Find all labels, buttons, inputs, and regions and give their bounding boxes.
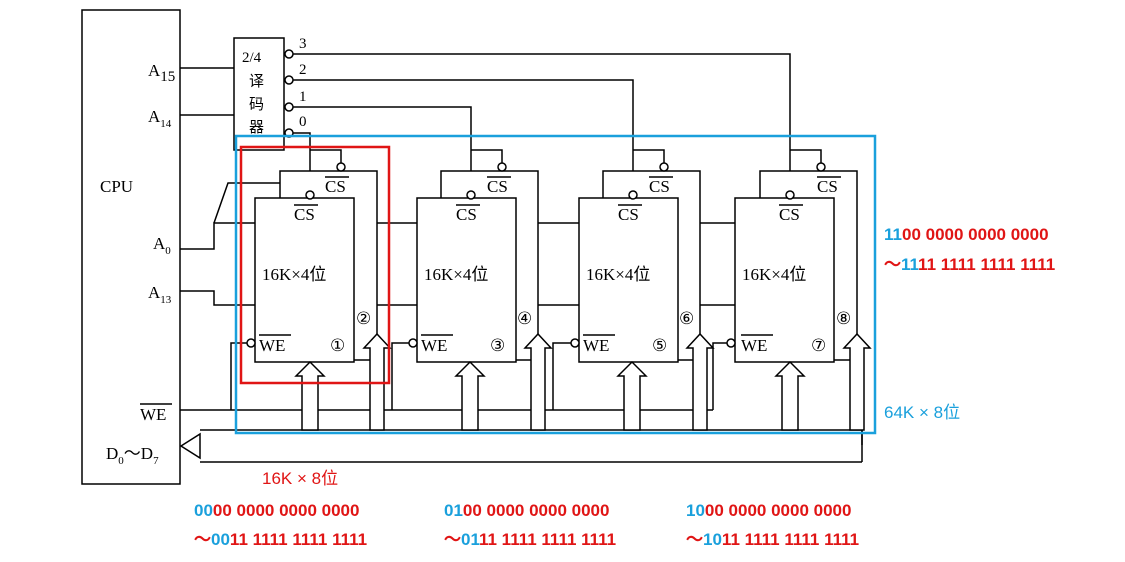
range-01-start: 0100 0000 0000 0000 (444, 501, 609, 520)
chip-8-data-arrow (842, 332, 872, 431)
pin-a14-label: A14 (148, 107, 172, 130)
chip-2-cs-bubble (336, 162, 346, 172)
chip-7-cs-bubble (785, 190, 795, 200)
we-drop-1 (391, 342, 413, 410)
chip-7-number: ⑦ (811, 336, 826, 355)
total-label: 64K × 8位 (884, 403, 960, 422)
pin-we-label: WE (140, 405, 166, 424)
range-00-start: 0000 0000 0000 0000 (194, 501, 359, 520)
we-drop-2 (552, 342, 574, 410)
chip-4-cs-wire (471, 149, 503, 163)
cpu-box (81, 9, 181, 485)
chip-4-data-arrow (523, 332, 553, 431)
chip-1-we-bubble (246, 338, 256, 348)
chip-3-we-label: WE (421, 336, 447, 355)
we-drop-3 (712, 342, 731, 410)
chip-1-cs-label: CS (294, 205, 315, 224)
decoder-out-3-wire (293, 53, 791, 193)
chip-5-cs-bubble (628, 190, 638, 200)
chip-1-data-arrow (294, 360, 326, 431)
chip-5-we-bubble (570, 338, 580, 348)
chip-1-we-label: WE (259, 336, 285, 355)
decoder-out-2-bubble (284, 75, 294, 85)
chip-6-data-arrow (685, 332, 715, 431)
chip-pair-1: CS CS 16K×4位 WE ① ② (246, 149, 392, 431)
group-label: 16K × 8位 (262, 469, 338, 488)
chip-7-we-label: WE (741, 336, 767, 355)
chip-7-we-bubble (726, 338, 736, 348)
chip-2-cs-label: CS (325, 177, 346, 196)
decoder-out-2-label: 2 (299, 62, 307, 78)
we-drop-0 (230, 342, 252, 410)
decoder-out-1-bubble (284, 102, 294, 112)
chip-pair-3: CS CS 16K×4位 WE ⑤ ⑥ (570, 149, 715, 431)
chip-5-data-arrow (616, 360, 648, 431)
chip-8-cs-label: CS (817, 177, 838, 196)
decoder-box (233, 37, 285, 151)
chip-1-cs-bubble (305, 190, 315, 200)
decoder-out-0-label: 0 (299, 114, 307, 130)
range-00-end: ～0011 1111 1111 1111 (194, 530, 367, 549)
chip-2-cs-wire (310, 149, 342, 163)
chip-3-we-bubble (408, 338, 418, 348)
chip-4-cs-label: CS (487, 177, 508, 196)
decoder-out-2-wire (293, 79, 634, 193)
range-01-end: ～0111 1111 1111 1111 (444, 530, 616, 549)
cpu-label: CPU (100, 177, 133, 196)
chip-4-number: ④ (517, 309, 532, 328)
blue-highlight-64k8 (234, 134, 877, 435)
pin-data-label: D0～D7 (106, 444, 159, 467)
range-11-start: 1100 0000 0000 0000 (884, 225, 1049, 244)
decoder-label-2: 码 (249, 96, 264, 113)
wire-a0 (180, 222, 255, 250)
chip-5-capacity: 16K×4位 (586, 265, 650, 284)
red-highlight-16k8 (239, 145, 391, 385)
chip-5-number: ⑤ (652, 336, 667, 355)
decoder-label-0: 2/4 (242, 50, 262, 66)
decoder-out-1-wire (293, 106, 472, 193)
range-10-start: 1000 0000 0000 0000 (686, 501, 851, 520)
chip-pair-4: CS CS 16K×4位 WE ⑦ ⑧ (726, 149, 872, 431)
chip-4-cs-bubble (497, 162, 507, 172)
decoder-out-3-bubble (284, 49, 294, 59)
decoder-out-1-label: 1 (299, 89, 307, 105)
pin-a0-label: A0 (153, 234, 171, 257)
wire-a13 (180, 290, 255, 306)
range-10-end: ～1011 1111 1111 1111 (686, 530, 859, 549)
chip-7-data-arrow (774, 360, 806, 431)
pin-a15-label: A15 (148, 61, 175, 85)
chip-3-capacity: 16K×4位 (424, 265, 488, 284)
decoder-out-3-label: 3 (299, 36, 307, 52)
chip-6-number: ⑥ (679, 309, 694, 328)
chip-6-cs-label: CS (649, 177, 670, 196)
chip-7-cs-label: CS (779, 205, 800, 224)
chip-3-data-arrow (454, 360, 486, 431)
chip-3-cs-label: CS (456, 205, 477, 224)
chip-3-number: ③ (490, 336, 505, 355)
decoder-label-1: 译 (249, 73, 264, 90)
pin-a13-label: A13 (148, 283, 172, 306)
chip-2-number: ② (356, 309, 371, 328)
chip-8-number: ⑧ (836, 309, 851, 328)
data-bus-arrowhead (179, 432, 201, 460)
range-11-end: ～1111 1111 1111 1111 (884, 255, 1055, 274)
chip-8-cs-wire (790, 149, 822, 163)
chip-1-number: ① (330, 336, 345, 355)
chip-5-cs-label: CS (618, 205, 639, 224)
chip-6-cs-wire (633, 149, 665, 163)
chip-8-cs-bubble (816, 162, 826, 172)
chip-pair-2: CS CS 16K×4位 WE ③ ④ (408, 149, 553, 431)
chip-3-cs-bubble (466, 190, 476, 200)
chip-6-cs-bubble (659, 162, 669, 172)
chip-7-capacity: 16K×4位 (742, 265, 806, 284)
chip-5-we-label: WE (583, 336, 609, 355)
decoder-label-3: 器 (249, 120, 264, 136)
chip-1-capacity: 16K×4位 (262, 265, 326, 284)
decoder-outputs: 3 2 1 0 (284, 36, 791, 193)
wire-a0-back (213, 182, 280, 224)
